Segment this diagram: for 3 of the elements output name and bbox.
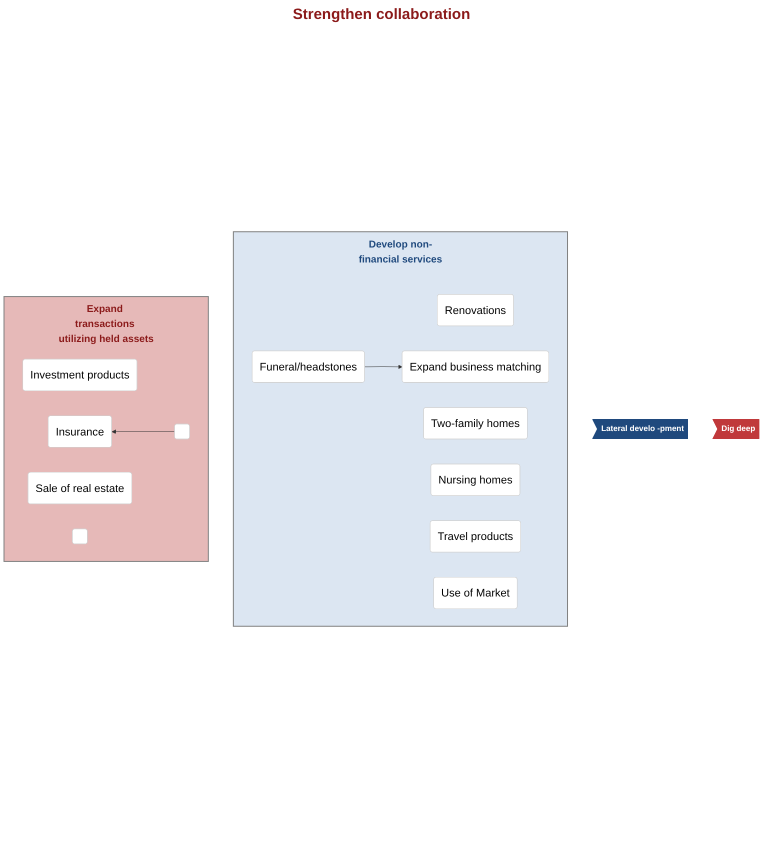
arrow bbox=[364, 364, 403, 370]
arrow bbox=[112, 430, 176, 434]
note-text: Strengthen collaboration bbox=[292, 6, 470, 23]
